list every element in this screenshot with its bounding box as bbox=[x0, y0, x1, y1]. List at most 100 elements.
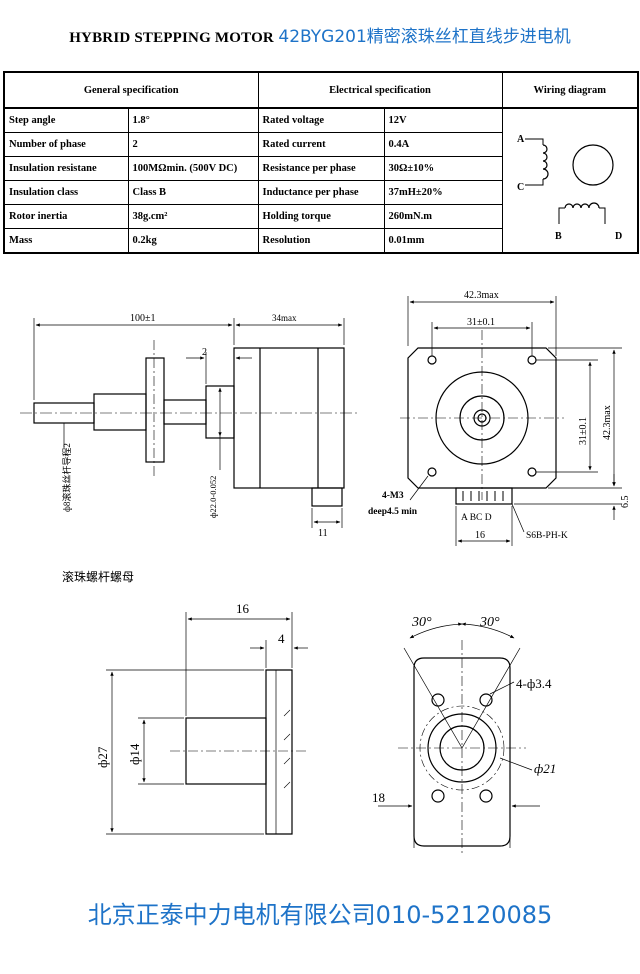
nut-outer-circle bbox=[427, 713, 497, 783]
header-general: General specification bbox=[3, 71, 259, 109]
thread-label: 4-M3 bbox=[382, 491, 404, 501]
pcd-label: ф21 bbox=[534, 761, 556, 776]
connector-type: S6B-PH-K bbox=[526, 531, 568, 541]
electrical-label: Holding torque bbox=[257, 203, 385, 229]
dim-body-length: 34max bbox=[272, 313, 297, 323]
electrical-label: Inductance per phase bbox=[257, 179, 385, 205]
table-row: Rotor inertia 38g.cm² Holding torque 260… bbox=[3, 203, 638, 229]
leader-line bbox=[489, 681, 515, 695]
shaft-bore bbox=[477, 413, 487, 423]
dim-boss-dia: ф22.0-0.052 bbox=[208, 476, 218, 518]
dim-width: 42.3max bbox=[464, 290, 499, 301]
general-value: 38g.cm² bbox=[127, 203, 259, 229]
front-view-drawing bbox=[400, 296, 622, 546]
electrical-value: 0.4A bbox=[383, 132, 503, 157]
table-row: Insulation resistane 100MΩmin. (500V DC)… bbox=[3, 155, 638, 181]
pcd-circle bbox=[419, 705, 505, 791]
electrical-value: 37mH±20% bbox=[383, 179, 503, 205]
depth-label: deep4.5 min bbox=[368, 507, 418, 517]
face-ring bbox=[435, 371, 529, 465]
table-row: Insulation class Class B Inductance per … bbox=[3, 179, 638, 205]
nut-hole bbox=[479, 693, 493, 707]
dim-connector-width: 16 bbox=[475, 530, 485, 541]
general-label: Rotor inertia bbox=[3, 203, 129, 229]
electrical-label: Rated voltage bbox=[257, 107, 385, 133]
table-row: Mass 0.2kg Resolution 0.01mm bbox=[3, 227, 638, 254]
nut-dim-body-dia: ф14 bbox=[127, 743, 142, 765]
leader-line bbox=[511, 503, 525, 533]
coil-b-icon bbox=[563, 202, 600, 209]
hatch bbox=[283, 709, 291, 789]
dim-shaft-length: 100±1 bbox=[130, 313, 156, 324]
dim-connector-offset: 6.5 bbox=[620, 496, 631, 509]
angle-line bbox=[461, 647, 521, 749]
header-wiring: Wiring diagram bbox=[501, 71, 639, 109]
dim-height: 42.3max bbox=[602, 405, 613, 440]
nut-flange bbox=[145, 357, 165, 463]
connector-front bbox=[455, 487, 513, 505]
rotor-circle-icon bbox=[571, 144, 614, 186]
angle-arc bbox=[409, 622, 463, 639]
mount-hole bbox=[427, 467, 437, 477]
nut-hole bbox=[479, 789, 493, 803]
header-electrical: Electrical specification bbox=[257, 71, 503, 109]
dim-hole-spacing: 31±0.1 bbox=[467, 317, 495, 328]
nut-body bbox=[93, 393, 147, 431]
shaft-mid bbox=[163, 399, 207, 425]
angle-right: 30° bbox=[479, 615, 500, 630]
wire-label-a: A bbox=[517, 134, 525, 145]
nut-dim-width: 18 bbox=[372, 790, 385, 805]
side-view-drawing bbox=[20, 318, 360, 528]
electrical-value: 30Ω±10% bbox=[383, 155, 503, 181]
nut-side-view-drawing bbox=[106, 612, 308, 835]
dim-hole-spacing-v: 31±0.1 bbox=[578, 417, 589, 445]
nut-hole bbox=[431, 789, 445, 803]
general-value: 0.2kg bbox=[127, 227, 259, 254]
general-value: Class B bbox=[127, 179, 259, 205]
screw-shaft bbox=[33, 402, 95, 424]
mount-hole bbox=[527, 467, 537, 477]
electrical-value: 12V bbox=[383, 107, 503, 133]
wiring-diagram-cell: A C B D bbox=[501, 107, 639, 254]
screw-label: ф8滚珠丝杆导程2 bbox=[61, 443, 72, 512]
spec-table: General specification Electrical specifi… bbox=[3, 71, 640, 254]
electrical-label: Resistance per phase bbox=[257, 155, 385, 181]
title-english: HYBRID STEPPING MOTOR bbox=[69, 30, 274, 46]
motor-face bbox=[407, 347, 557, 489]
pin-label: A BC D bbox=[461, 513, 492, 523]
nut-dim-length: 16 bbox=[236, 601, 250, 616]
nut-section-title: 滚珠螺杆螺母 bbox=[62, 569, 134, 584]
nut-dim-flange-dia: ф27 bbox=[95, 746, 110, 768]
wire-label-d: D bbox=[615, 231, 622, 242]
electrical-value: 0.01mm bbox=[383, 227, 503, 254]
nut-dim-flange: 4 bbox=[278, 631, 285, 646]
nut-body-side bbox=[185, 717, 267, 785]
holes-label: 4-ф3.4 bbox=[516, 676, 552, 691]
coil-a-icon bbox=[542, 144, 549, 180]
nut-hole bbox=[431, 693, 445, 707]
table-row: Step angle 1.8° Rated voltage 12V A C B … bbox=[3, 107, 639, 254]
general-label: Step angle bbox=[3, 107, 129, 133]
electrical-label: Rated current bbox=[257, 132, 385, 157]
dim-flange: 2 bbox=[202, 347, 207, 358]
electrical-label: Resolution bbox=[257, 227, 385, 254]
shaft-circle bbox=[473, 409, 491, 427]
footer-company: 北京正泰中力电机有限公司010-52120085 bbox=[87, 901, 553, 929]
motor-boss bbox=[205, 385, 235, 439]
table-row: Number of phase 2 Rated current 0.4A bbox=[3, 132, 638, 157]
leader-line bbox=[499, 757, 533, 771]
dim-connector: 11 bbox=[318, 528, 328, 539]
angle-line bbox=[403, 647, 463, 749]
general-value: 100MΩmin. (500V DC) bbox=[127, 155, 259, 181]
nut-flange-side bbox=[265, 669, 293, 835]
general-label: Insulation class bbox=[3, 179, 129, 205]
title-chinese: 42BYG201精密滚珠丝杠直线步进电机 bbox=[278, 27, 571, 47]
mount-hole bbox=[427, 355, 437, 365]
nut-flange-front bbox=[413, 657, 511, 847]
nut-front-view-drawing bbox=[378, 622, 540, 856]
wire-label-c: C bbox=[517, 182, 524, 193]
leader-line bbox=[409, 475, 429, 501]
electrical-value: 260mN.m bbox=[383, 203, 503, 229]
general-label: Number of phase bbox=[3, 132, 129, 157]
general-label: Insulation resistane bbox=[3, 155, 129, 181]
